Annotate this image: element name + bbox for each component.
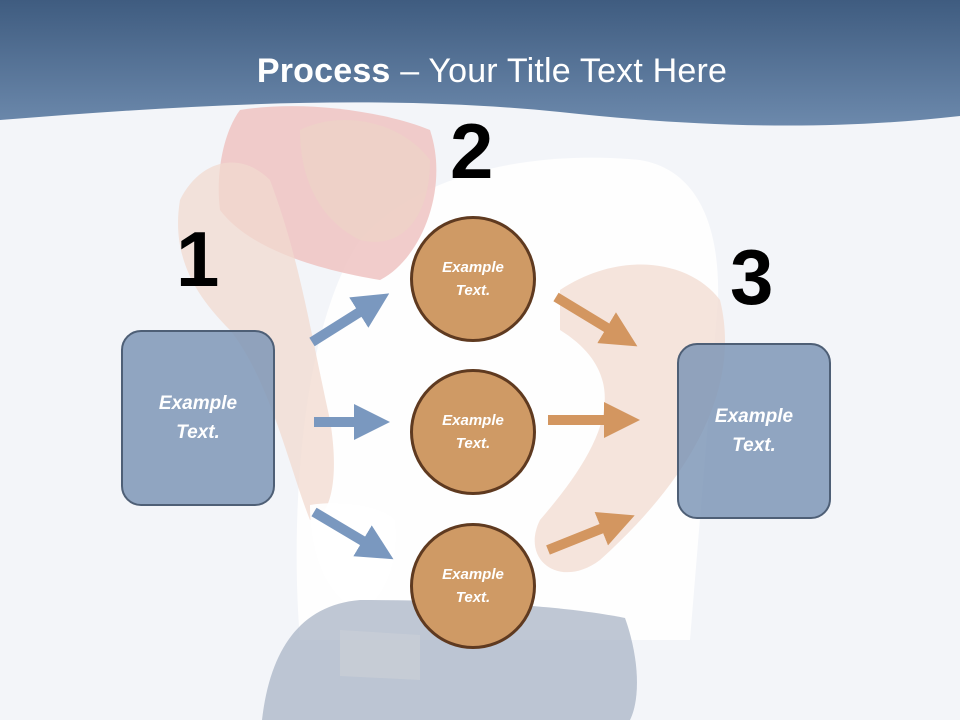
circle-3-text: Example Text. (442, 566, 504, 606)
slide-title: Process – Your Title Text Here (0, 52, 960, 91)
circle-1-text: Example Text. (442, 259, 504, 299)
step-number-2: 2 (450, 107, 494, 195)
header-band (0, 0, 960, 126)
process-circle-1: Example Text. (410, 216, 536, 342)
left-box-text: Example Text. (158, 393, 238, 443)
title-rest: – Your Title Text Here (390, 52, 728, 90)
step-number-3: 3 (730, 233, 774, 321)
process-circle-3: Example Text. (410, 523, 536, 649)
title-bold: Process (256, 52, 391, 90)
right-box-text: Example Text. (714, 406, 794, 456)
circle-2-text: Example Text. (442, 412, 504, 452)
right-text-box: Example Text. (677, 343, 831, 519)
left-text-box: Example Text. (121, 330, 275, 506)
process-circle-2: Example Text. (410, 369, 536, 495)
step-number-1: 1 (176, 215, 220, 303)
